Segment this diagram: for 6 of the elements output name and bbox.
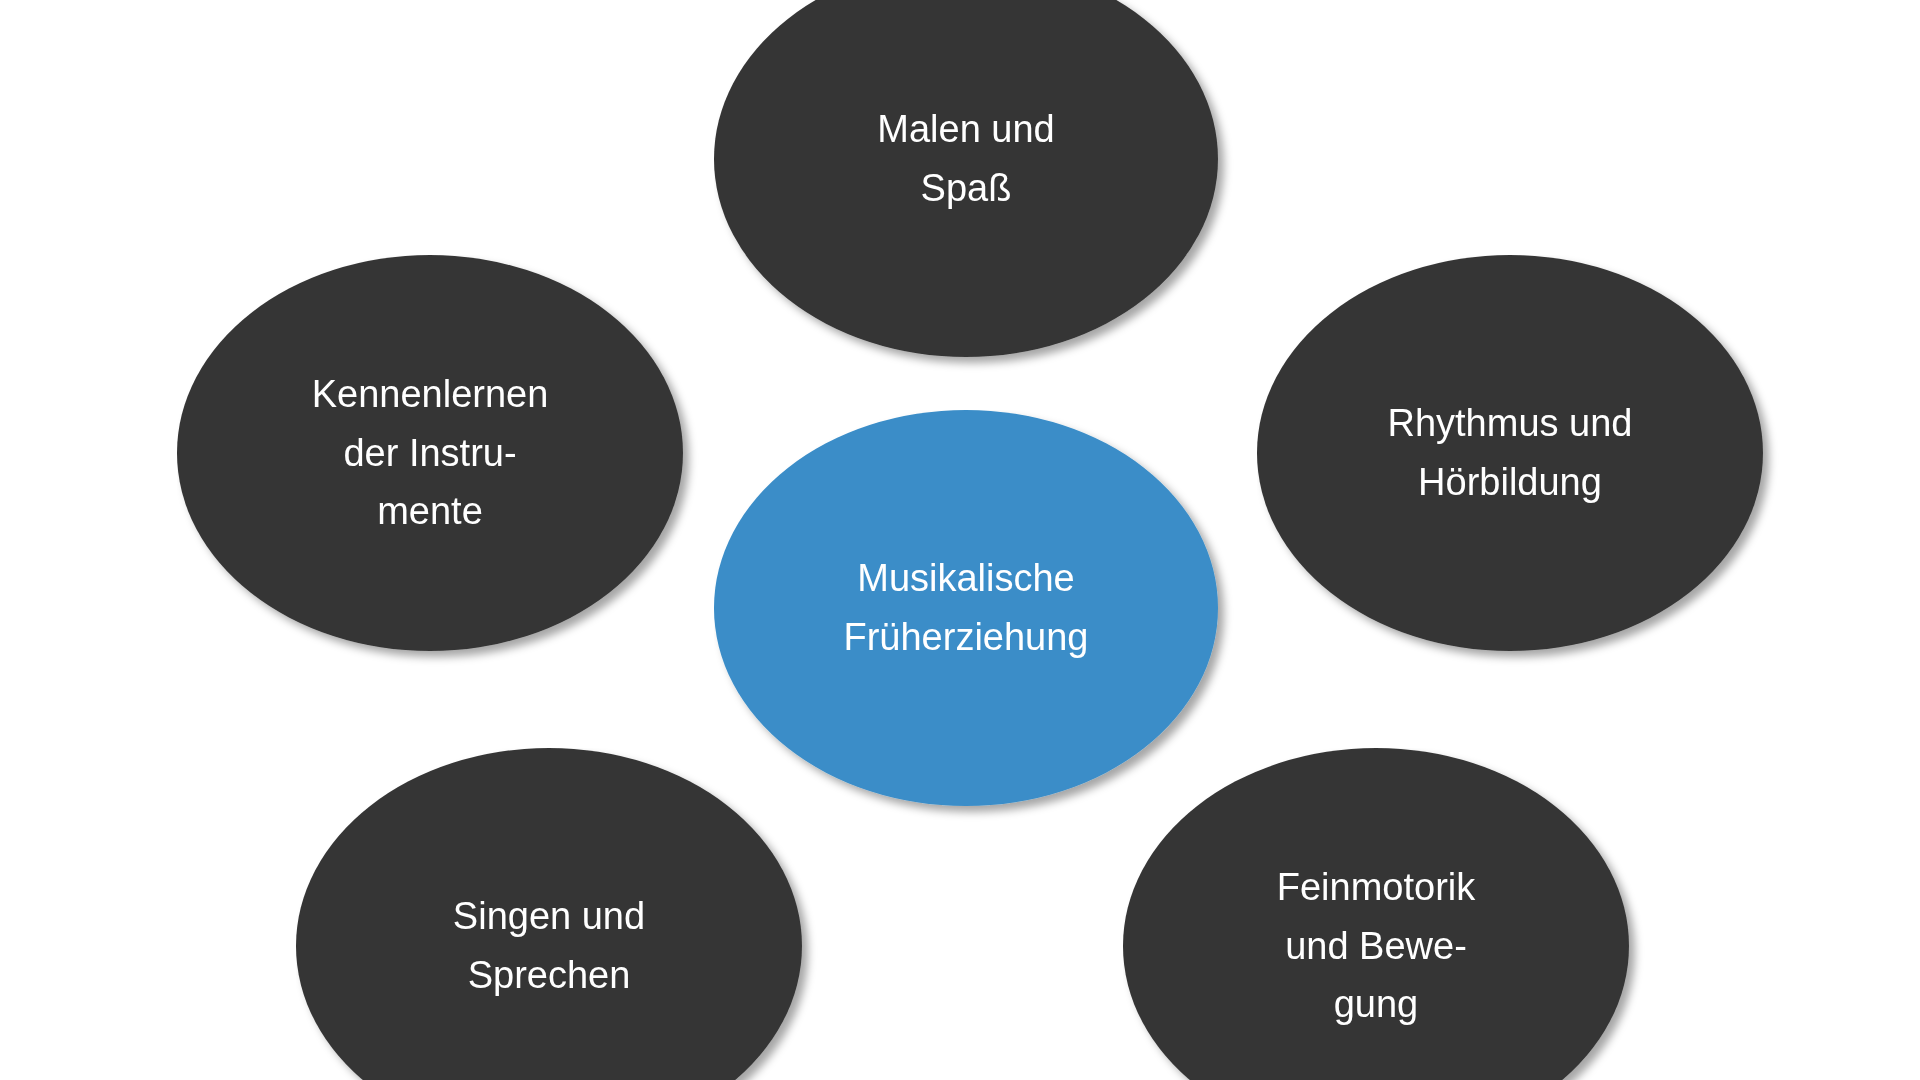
node-label: Singen und Sprechen (451, 894, 647, 998)
node-label: Musikalische Früherziehung (842, 556, 1090, 660)
node-label: Malen und Spaß (876, 107, 1056, 211)
node-label: Kennenlernen der Instru- mente (310, 371, 550, 535)
node-label: Rhythmus und Hörbildung (1386, 401, 1634, 505)
node-label: Feinmotorik und Bewe- gung (1275, 864, 1477, 1028)
